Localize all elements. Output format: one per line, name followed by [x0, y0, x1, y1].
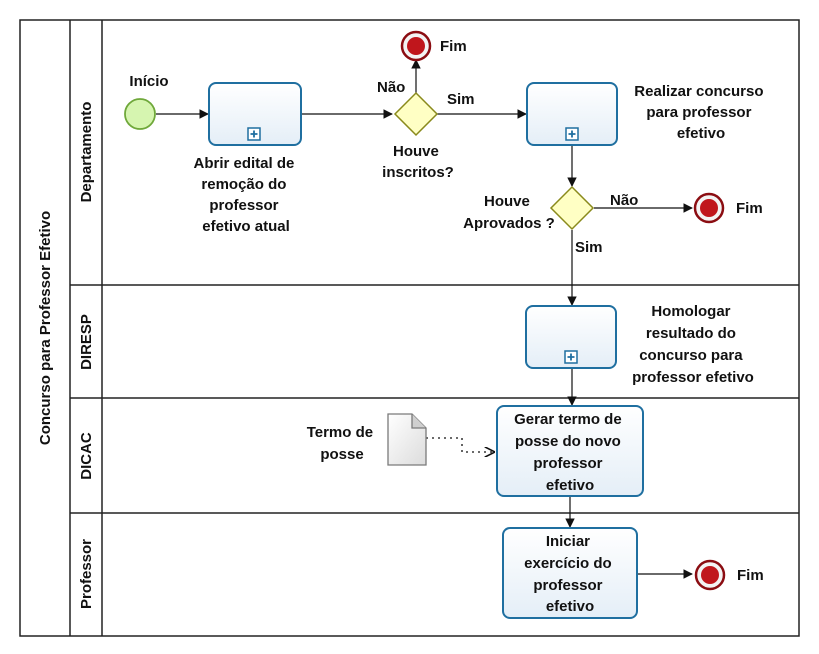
gateway-applicants-no-label: Não [377, 79, 405, 96]
gateway-applicants-yes-label: Sim [447, 91, 475, 108]
end-event-no-applicants[interactable] [400, 30, 432, 62]
lane-label-departamento: Departamento [78, 102, 95, 203]
task-start-work[interactable] [502, 527, 638, 619]
end-event-final[interactable] [694, 559, 726, 591]
lane-label-diresp: DIRESP [78, 314, 95, 370]
end-event-no-applicants-label: Fim [440, 38, 467, 55]
gateway-approved-label: Houve Aprovados ? [463, 193, 555, 232]
task-homologate[interactable] [525, 305, 617, 369]
task-open-notice-label: Abrir edital de remoção do professor efe… [193, 155, 298, 235]
subprocess-marker-icon [247, 127, 261, 141]
end-event-no-approved[interactable] [693, 192, 725, 224]
gateway-approved-no-label: Não [610, 192, 638, 209]
pool-label: Concurso para Professor Efetivo [37, 211, 54, 445]
association-line [426, 437, 494, 452]
lane-labels: Departamento DIRESP DICAC Professor [78, 102, 95, 609]
task-homologate-label: Homologar resultado do concurso para pro… [632, 303, 754, 386]
sequence-flows [156, 59, 693, 579]
subprocess-marker-icon [564, 350, 578, 364]
document-icon[interactable] [387, 413, 427, 466]
task-run-contest[interactable] [526, 82, 618, 146]
lane-label-professor: Professor [78, 539, 95, 609]
end-event-no-approved-label: Fim [736, 200, 763, 217]
start-event-label: Início [129, 73, 168, 90]
end-event-final-label: Fim [737, 567, 764, 584]
task-generate-term-label: Gerar termo de posse do novo professor e… [514, 411, 626, 494]
subprocess-marker-icon [565, 127, 579, 141]
task-generate-term[interactable] [496, 405, 644, 497]
start-event[interactable] [124, 98, 156, 130]
data-object-label: Termo de posse [307, 424, 378, 463]
task-open-notice[interactable] [208, 82, 302, 146]
gateway-applicants[interactable] [393, 91, 439, 137]
gateway-applicants-label: Houve inscritos? [382, 143, 454, 181]
task-run-contest-label: Realizar concurso para professor efetivo [634, 83, 767, 142]
lane-label-dicac: DICAC [78, 432, 95, 480]
gateway-approved-yes-label: Sim [575, 239, 603, 256]
gateway-approved[interactable] [549, 185, 595, 231]
task-start-work-label: Iniciar exercício do professor efetivo [524, 533, 616, 615]
